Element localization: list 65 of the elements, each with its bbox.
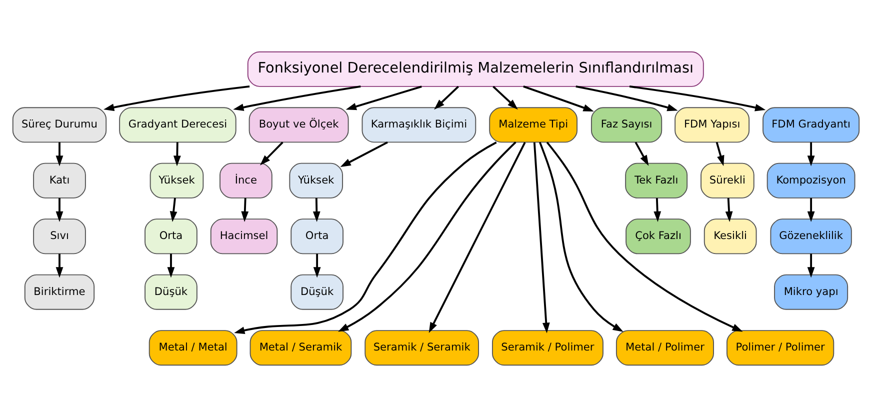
- node-box: Mikro yapı: [774, 274, 848, 310]
- node-box: Düşük: [144, 274, 198, 310]
- node-box: Gradyant Derecesi: [119, 107, 236, 143]
- arrow: [807, 254, 815, 278]
- node-box: Polimer / Polimer: [726, 330, 834, 366]
- node-box: Metal / Polimer: [616, 330, 714, 366]
- node-box: Yüksek: [150, 162, 204, 198]
- arrow: [346, 86, 422, 110]
- arrow: [538, 142, 624, 332]
- arrow: [533, 142, 550, 334]
- node-box: Düşük: [290, 274, 344, 310]
- node-box: Sürekli: [700, 162, 754, 198]
- arrow: [634, 142, 649, 166]
- arrow: [340, 141, 388, 168]
- node-box: Boyut ve Ölçek: [248, 107, 349, 143]
- arrow: [546, 142, 743, 332]
- node-box: Yüksek: [289, 162, 344, 198]
- node-box: Faz Sayısı: [590, 107, 662, 143]
- node-box: Biriktirme: [24, 274, 95, 310]
- node-box: Katı: [33, 162, 86, 198]
- node-box: Orta: [290, 218, 344, 254]
- arrow: [428, 142, 526, 333]
- arrow: [167, 254, 175, 278]
- node-box: FDM Gradyantı: [762, 107, 860, 143]
- arrow: [234, 142, 497, 334]
- arrow: [56, 198, 64, 222]
- arrow: [173, 142, 181, 166]
- node-box: Seramik / Polimer: [492, 330, 604, 366]
- node-box: FDM Yapısı: [674, 107, 750, 143]
- node-box: Süreç Durumu: [12, 107, 107, 143]
- arrow: [312, 198, 320, 222]
- arrow: [338, 142, 516, 332]
- arrow: [807, 198, 815, 222]
- node-box: Metal / Seramik: [250, 330, 352, 366]
- arrow: [716, 142, 724, 166]
- arrow: [725, 198, 733, 222]
- node-box: Çok Fazlı: [626, 218, 691, 254]
- arrow: [654, 198, 662, 222]
- arrow: [492, 86, 518, 110]
- node-box: İnce: [220, 162, 272, 198]
- node-box: Metal / Metal: [148, 330, 238, 366]
- arrow: [807, 142, 815, 166]
- arrow: [104, 86, 250, 112]
- arrow: [260, 142, 284, 166]
- arrow: [576, 86, 678, 112]
- arrow: [241, 198, 249, 222]
- node-box: Kompozisyon: [766, 162, 856, 198]
- node-box: Orta: [144, 218, 198, 254]
- node-box: Malzeme Tipi: [489, 107, 578, 143]
- arrow: [523, 86, 594, 112]
- node-box: Seramik / Seramik: [364, 330, 479, 366]
- arrow: [170, 198, 178, 222]
- node-box: Tek Fazlı: [625, 162, 688, 198]
- arrow: [56, 142, 64, 166]
- node-box: Hacimsel: [210, 218, 278, 254]
- node-box: Fonksiyonel Derecelendirilmiş Malzemelerin Sınıflandırılması: [247, 51, 704, 87]
- arrow: [233, 86, 361, 111]
- arrow: [56, 254, 64, 278]
- arrow: [434, 86, 459, 110]
- arrow: [313, 254, 321, 278]
- node-box: Karmaşıklık Biçimi: [362, 107, 476, 143]
- node-box: Sıvı: [33, 218, 86, 254]
- arrow: [629, 86, 766, 112]
- node-box: Gözeneklilik: [770, 218, 852, 254]
- node-box: Kesikli: [704, 218, 757, 254]
